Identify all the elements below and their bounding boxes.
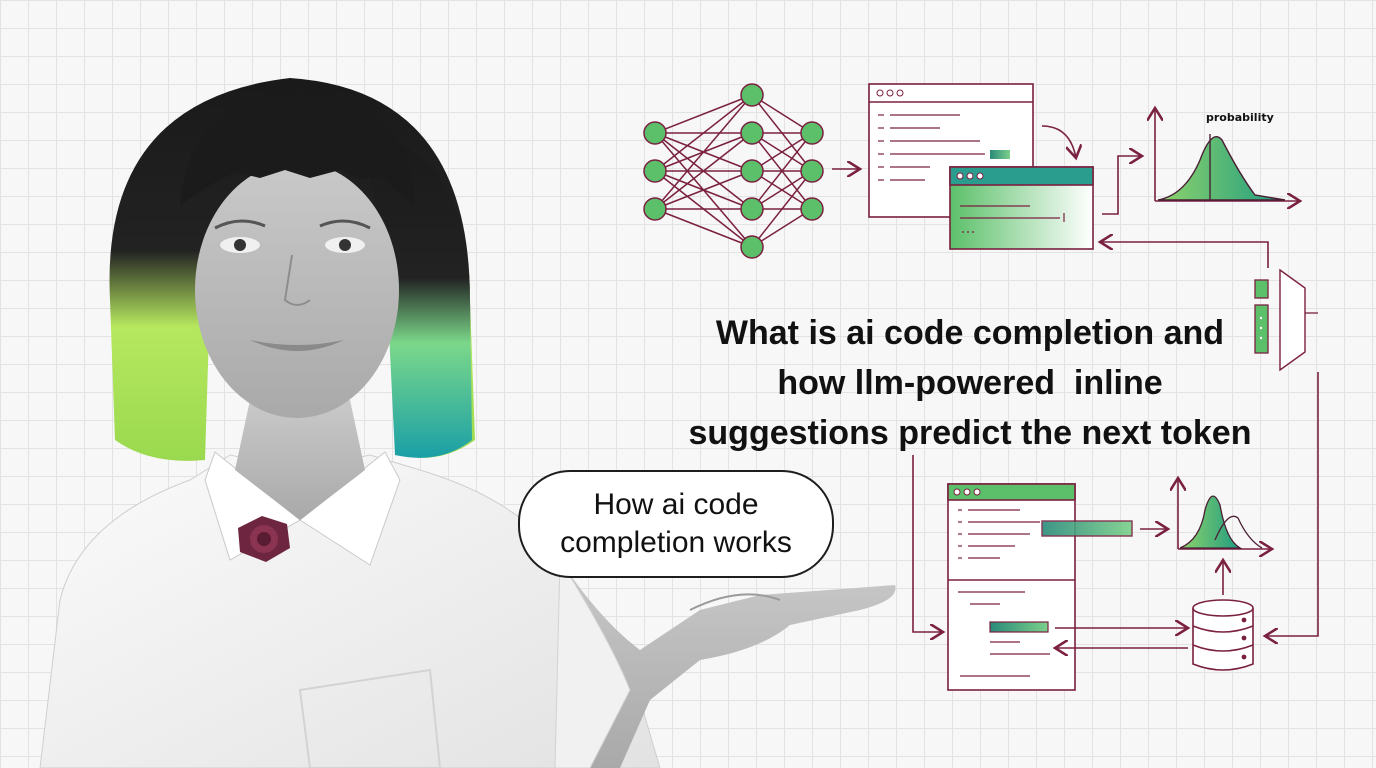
title-line-1: What is ai code completion and (715, 314, 1225, 352)
suggestion-window-icon (949, 166, 1094, 250)
database-icon (1192, 599, 1254, 671)
title-line-3: suggestions predict the next token (688, 414, 1252, 452)
speech-bubble: How ai code completion works (518, 470, 834, 578)
inline-editor-icon (947, 483, 1076, 691)
speech-bubble-text: How ai code completion works (560, 486, 792, 562)
next-token-distribution-icon (1178, 478, 1272, 549)
neural-network-icon (643, 83, 824, 259)
bubble-line-2: completion works (560, 526, 792, 559)
token-layer-icon (1254, 268, 1318, 372)
title-line-2: how llm-powered inline (777, 364, 1163, 402)
bubble-line-1: How ai code (593, 488, 759, 521)
page-title: What is ai code completion and how llm-p… (640, 308, 1300, 458)
probability-label: probability (1206, 111, 1274, 124)
probability-distribution-icon (1155, 108, 1300, 201)
rose-brooch-icon (238, 516, 290, 562)
